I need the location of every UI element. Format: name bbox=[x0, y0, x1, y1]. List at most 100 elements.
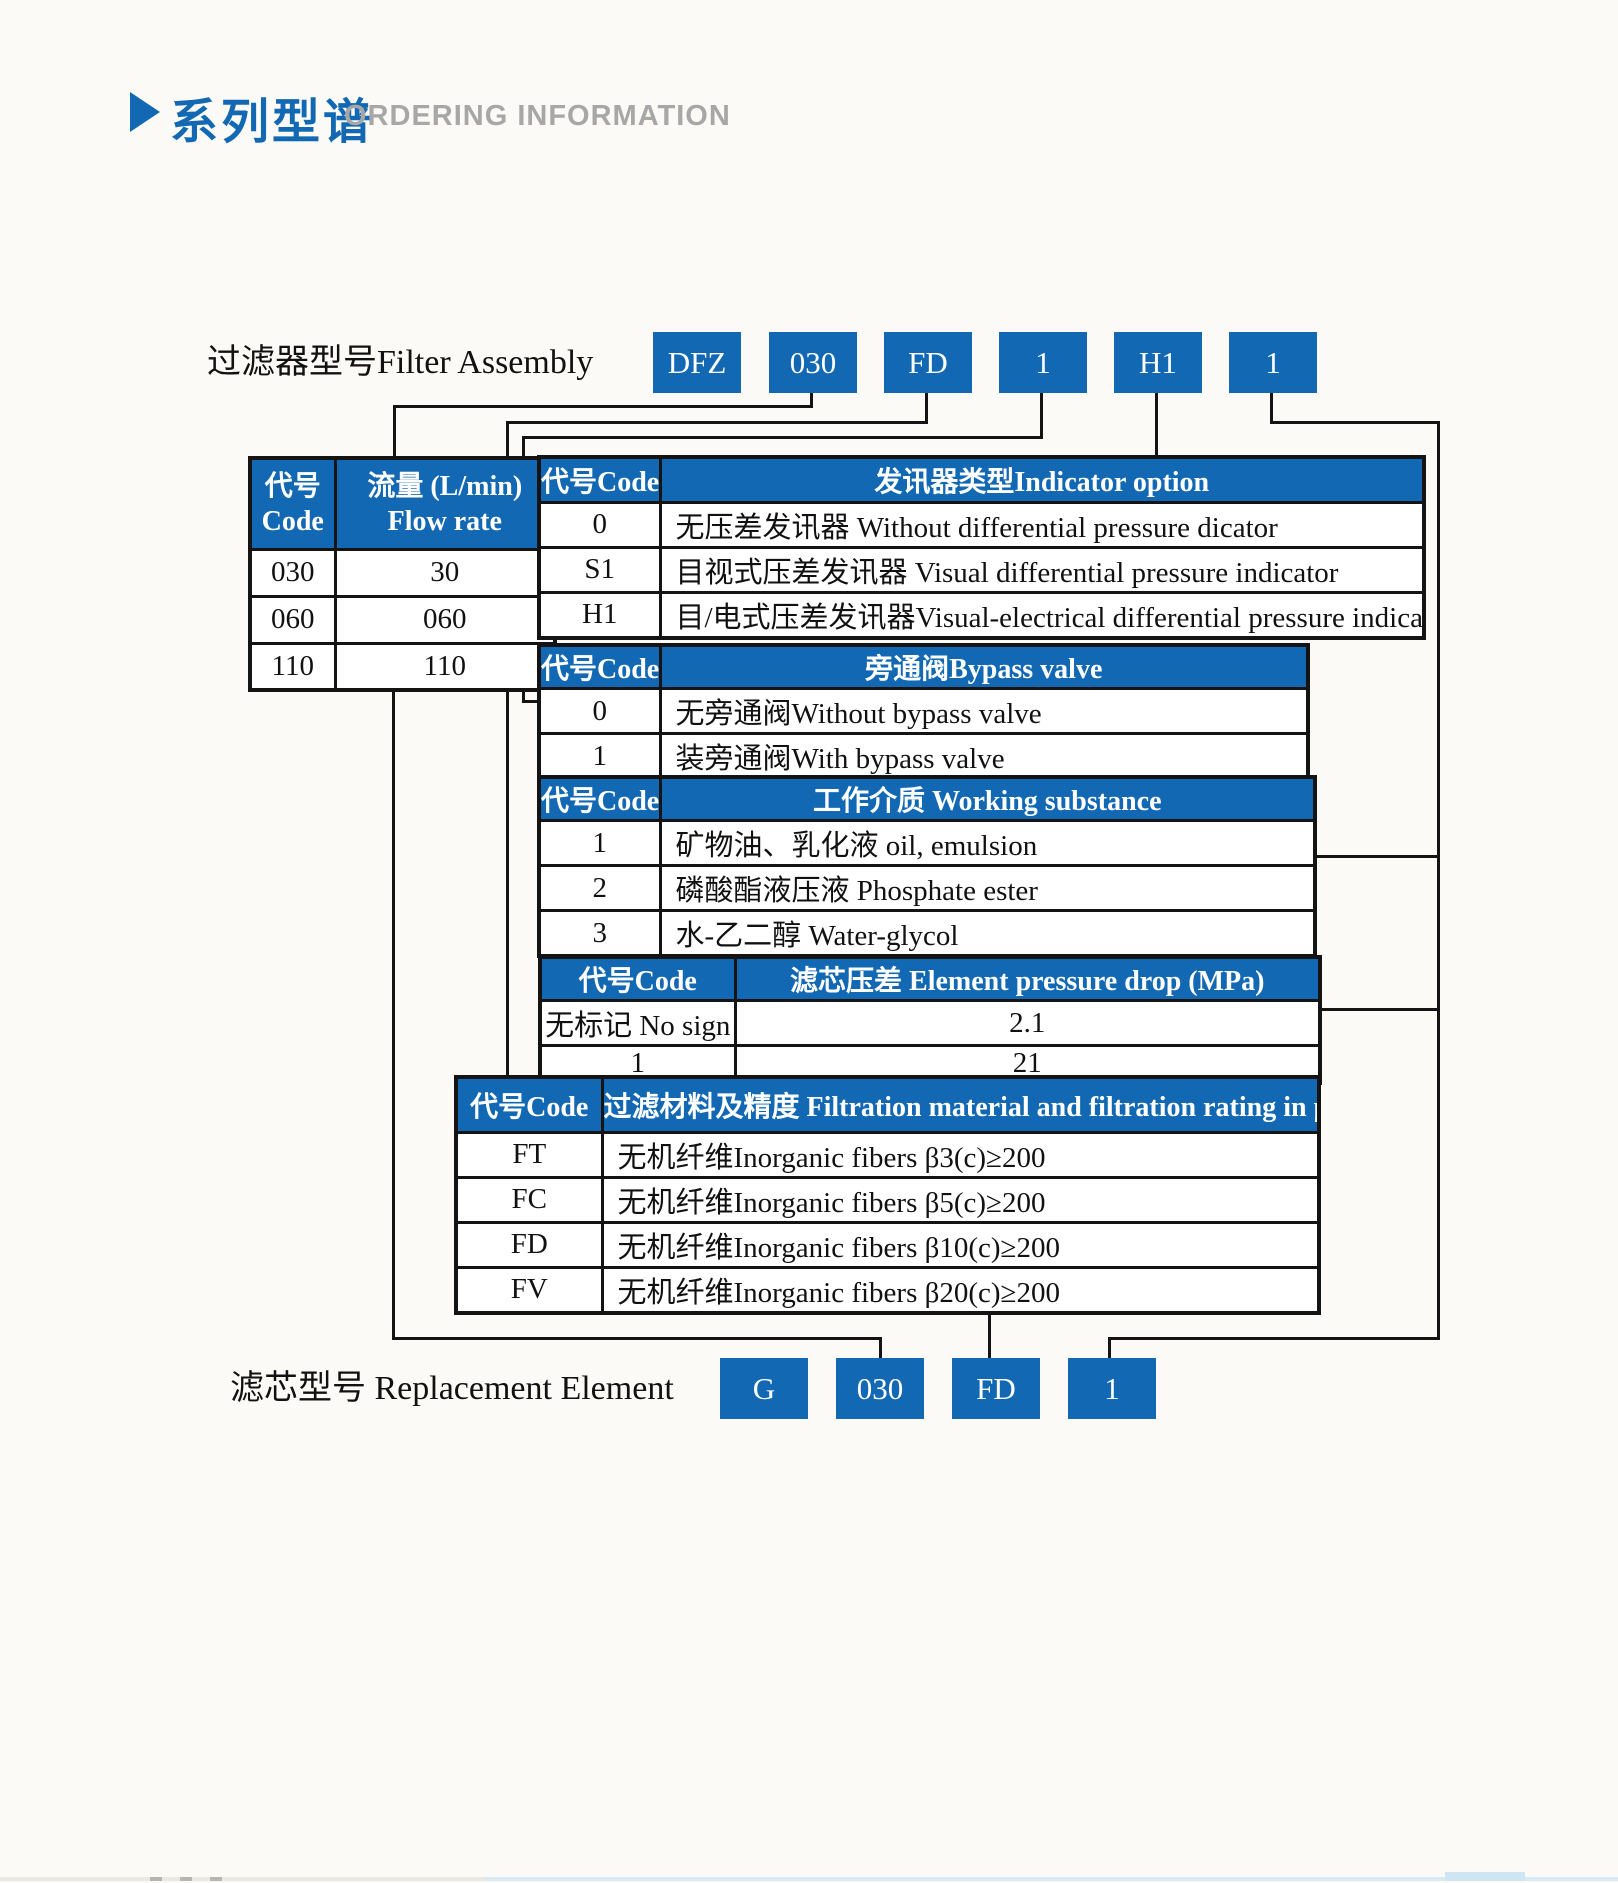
footer-strip-left bbox=[0, 1877, 485, 1881]
indicator-code-header: 代号Code bbox=[537, 455, 662, 504]
flow-code-cell: 060 bbox=[248, 594, 337, 645]
filtration-desc-cell: 无机纤维Inorganic fibers β10(c)≥200 bbox=[600, 1220, 1321, 1269]
bypass-title-header: 旁通阀Bypass valve bbox=[658, 643, 1310, 690]
table-row: 110 110 bbox=[248, 641, 557, 692]
table-row: FV 无机纤维Inorganic fibers β20(c)≥200 bbox=[454, 1265, 1321, 1314]
wire-flow-drop bbox=[393, 405, 396, 458]
pressure-drop-table: 代号Code 滤芯压差 Element pressure drop (MPa) … bbox=[538, 955, 1322, 1085]
wire-filtration-drop bbox=[506, 421, 509, 1077]
flow-value-header: 流量 (L/min) Flow rate bbox=[333, 456, 557, 551]
working-desc-cell: 磷酸酯液压液 Phosphate ester bbox=[658, 864, 1317, 912]
replacement-element-label: 滤芯型号 Replacement Element bbox=[230, 1370, 674, 1407]
working-desc-cell: 水-乙二醇 Water-glycol bbox=[658, 909, 1317, 958]
flow-value-header-en: Flow rate bbox=[387, 505, 502, 537]
working-substance-table: 代号Code 工作介质 Working substance 1 矿物油、乳化液 … bbox=[537, 775, 1317, 958]
wire-flow-bottom-drop bbox=[879, 1337, 882, 1358]
bypass-desc-cell: 装旁通阀With bypass valve bbox=[658, 732, 1310, 781]
wire-right-rail bbox=[1437, 421, 1440, 1340]
wire-filtration-bottom-drop bbox=[988, 1294, 991, 1358]
bypass-code-header: 代号Code bbox=[537, 643, 662, 690]
flow-value-cell: 30 bbox=[333, 547, 557, 598]
flow-code-cell: 030 bbox=[248, 547, 337, 598]
element-code-series: G bbox=[720, 1358, 808, 1419]
working-title-header: 工作介质 Working substance bbox=[658, 775, 1317, 822]
indicator-code-cell: 0 bbox=[537, 500, 662, 549]
wire-filtration-horizontal bbox=[506, 421, 928, 424]
wire-flow-horizontal bbox=[393, 405, 813, 408]
indicator-code-cell: H1 bbox=[537, 590, 662, 639]
filtration-code-header: 代号Code bbox=[454, 1075, 604, 1134]
flow-code-header-cn: 代号 bbox=[264, 470, 321, 502]
filtration-desc-cell: 无机纤维Inorganic fibers β5(c)≥200 bbox=[600, 1175, 1321, 1224]
filtration-code-cell: FV bbox=[454, 1265, 604, 1314]
indicator-option-table: 代号Code 发讯器类型Indicator option 0 无压差发讯器 Wi… bbox=[537, 455, 1426, 640]
indicator-title-header: 发讯器类型Indicator option bbox=[658, 455, 1426, 504]
flow-value-header-cn: 流量 (L/min) bbox=[367, 470, 523, 502]
pressure-code-cell: 无标记 No sign bbox=[538, 999, 737, 1047]
working-desc-cell: 矿物油、乳化液 oil, emulsion bbox=[658, 819, 1317, 867]
wire-substance-stub bbox=[1270, 393, 1273, 424]
flow-code-cell: 110 bbox=[248, 641, 337, 692]
filter-assembly-label: 过滤器型号Filter Assembly bbox=[207, 344, 594, 381]
pressure-code-header: 代号Code bbox=[538, 955, 737, 1002]
indicator-code-cell: S1 bbox=[537, 545, 662, 594]
filtration-title-header: 过滤材料及精度 Filtration material and filtrati… bbox=[600, 1075, 1321, 1134]
element-code-pressure: 1 bbox=[1068, 1358, 1156, 1419]
wire-bypass-horizontal bbox=[522, 436, 1043, 439]
wire-bypass-hook bbox=[522, 700, 539, 703]
flow-code-header-en: Code bbox=[261, 505, 324, 537]
section-title-cn: 系列型谱 bbox=[170, 96, 375, 149]
element-code-filtration: FD bbox=[952, 1358, 1040, 1419]
assembly-code-flow: 030 bbox=[769, 332, 857, 393]
assembly-code-filtration: FD bbox=[884, 332, 972, 393]
flow-value-cell: 060 bbox=[333, 594, 557, 645]
filtration-desc-cell: 无机纤维Inorganic fibers β20(c)≥200 bbox=[600, 1265, 1321, 1314]
table-row: 2 磷酸酯液压液 Phosphate ester bbox=[537, 864, 1317, 912]
table-row: FT 无机纤维Inorganic fibers β3(c)≥200 bbox=[454, 1130, 1321, 1179]
assembly-code-bypass: 1 bbox=[999, 332, 1087, 393]
table-row: 0 无压差发讯器 Without differential pressure d… bbox=[537, 500, 1426, 549]
bypass-desc-cell: 无旁通阀Without bypass valve bbox=[658, 687, 1310, 735]
flow-code-header: 代号 Code bbox=[248, 456, 337, 551]
table-row: S1 目视式压差发讯器 Visual differential pressure… bbox=[537, 545, 1426, 594]
footer-mark bbox=[150, 1877, 162, 1881]
wire-pressure-bottom-drop bbox=[1108, 1337, 1111, 1358]
table-row: 1 矿物油、乳化液 oil, emulsion bbox=[537, 819, 1317, 867]
working-code-header: 代号Code bbox=[537, 775, 662, 822]
wire-indicator-drop bbox=[1155, 393, 1158, 456]
table-row: H1 目/电式压差发讯器Visual-electrical differenti… bbox=[537, 590, 1426, 639]
working-code-cell: 3 bbox=[537, 909, 662, 958]
bypass-code-cell: 0 bbox=[537, 687, 662, 735]
assembly-code-indicator: H1 bbox=[1114, 332, 1202, 393]
table-row: 0 无旁通阀Without bypass valve bbox=[537, 687, 1310, 735]
filtration-code-cell: FT bbox=[454, 1130, 604, 1179]
table-row: 无标记 No sign 2.1 bbox=[538, 999, 1322, 1047]
filtration-code-cell: FD bbox=[454, 1220, 604, 1269]
indicator-desc-cell: 目/电式压差发讯器Visual-electrical differential … bbox=[658, 590, 1426, 639]
wire-flow-bottom-horizontal bbox=[392, 1337, 882, 1340]
wire-flow-stub bbox=[810, 393, 813, 408]
section-arrow-icon bbox=[130, 92, 160, 132]
pressure-title-header: 滤芯压差 Element pressure drop (MPa) bbox=[733, 955, 1322, 1002]
table-row: FC 无机纤维Inorganic fibers β5(c)≥200 bbox=[454, 1175, 1321, 1224]
table-row: FD 无机纤维Inorganic fibers β10(c)≥200 bbox=[454, 1220, 1321, 1269]
footer-strip-right bbox=[485, 1877, 1618, 1881]
wire-substance-branch bbox=[1313, 855, 1440, 858]
table-row: 1 装旁通阀With bypass valve bbox=[537, 732, 1310, 781]
wire-filtration-stub bbox=[925, 393, 928, 424]
working-code-cell: 2 bbox=[537, 864, 662, 912]
wire-pressure-branch bbox=[1318, 1008, 1440, 1011]
indicator-desc-cell: 目视式压差发讯器 Visual differential pressure in… bbox=[658, 545, 1426, 594]
bypass-valve-table: 代号Code 旁通阀Bypass valve 0 无旁通阀Without byp… bbox=[537, 643, 1310, 781]
wire-flow-bottom-rail bbox=[392, 688, 395, 1340]
table-row: 030 30 bbox=[248, 547, 557, 598]
working-code-cell: 1 bbox=[537, 819, 662, 867]
assembly-code-substance: 1 bbox=[1229, 332, 1317, 393]
wire-bypass-stub bbox=[1040, 393, 1043, 439]
flow-value-cell: 110 bbox=[333, 641, 557, 692]
flow-rate-table: 代号 Code 流量 (L/min) Flow rate 030 30 060 … bbox=[248, 456, 557, 692]
pressure-value-cell: 2.1 bbox=[733, 999, 1322, 1047]
assembly-code-series: DFZ bbox=[653, 332, 741, 393]
footer-mark bbox=[180, 1877, 192, 1881]
